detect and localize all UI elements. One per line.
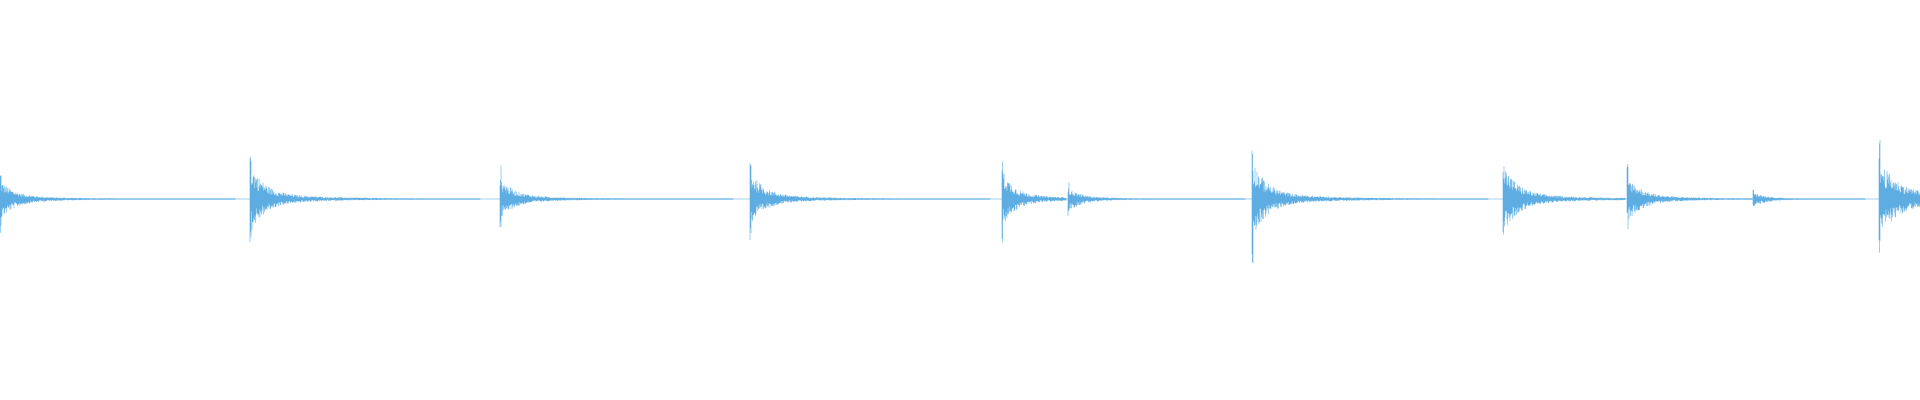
waveform-transient-11	[1878, 139, 1920, 253]
waveform-transient-5	[1001, 161, 1067, 243]
waveform-group	[0, 139, 1920, 263]
waveform-transient-10	[1752, 189, 1866, 207]
waveform-transient-3	[499, 165, 734, 228]
waveform-transient-2	[249, 156, 481, 243]
waveform-transient-1	[0, 175, 236, 233]
waveform-transient-8	[1502, 166, 1626, 235]
waveform-transient-7	[1251, 150, 1489, 263]
waveform-transient-4	[749, 163, 991, 241]
waveform-transient-6	[1067, 182, 1246, 216]
waveform-transient-9	[1626, 164, 1753, 230]
